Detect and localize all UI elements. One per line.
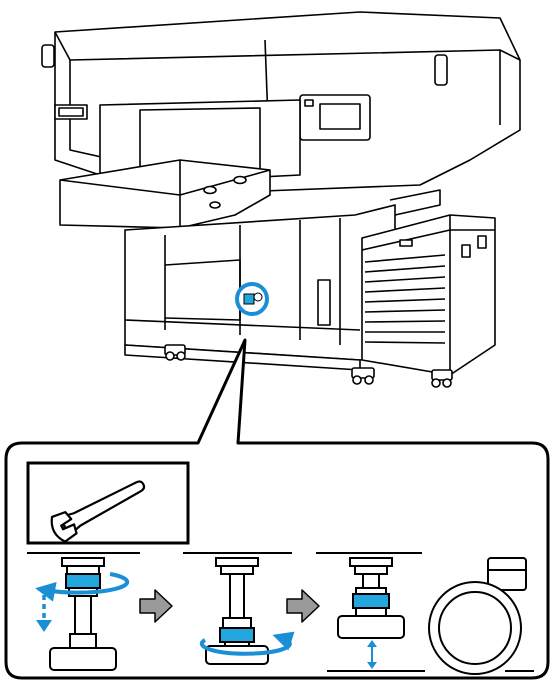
tool-box xyxy=(28,463,188,544)
step-1-lock-nut xyxy=(66,574,100,588)
step-2-lock-nut xyxy=(220,628,254,642)
control-panel-screen xyxy=(320,104,360,129)
printer-illustration xyxy=(42,12,520,387)
ink-cabinet xyxy=(362,215,495,375)
step-3-foot xyxy=(338,616,404,638)
step-1-foot xyxy=(50,648,116,670)
lid-handle-left xyxy=(42,45,54,67)
adjuster-callout-marker xyxy=(237,284,267,314)
step-3-lock-nut xyxy=(353,594,389,608)
lid-handle-right xyxy=(435,55,447,85)
